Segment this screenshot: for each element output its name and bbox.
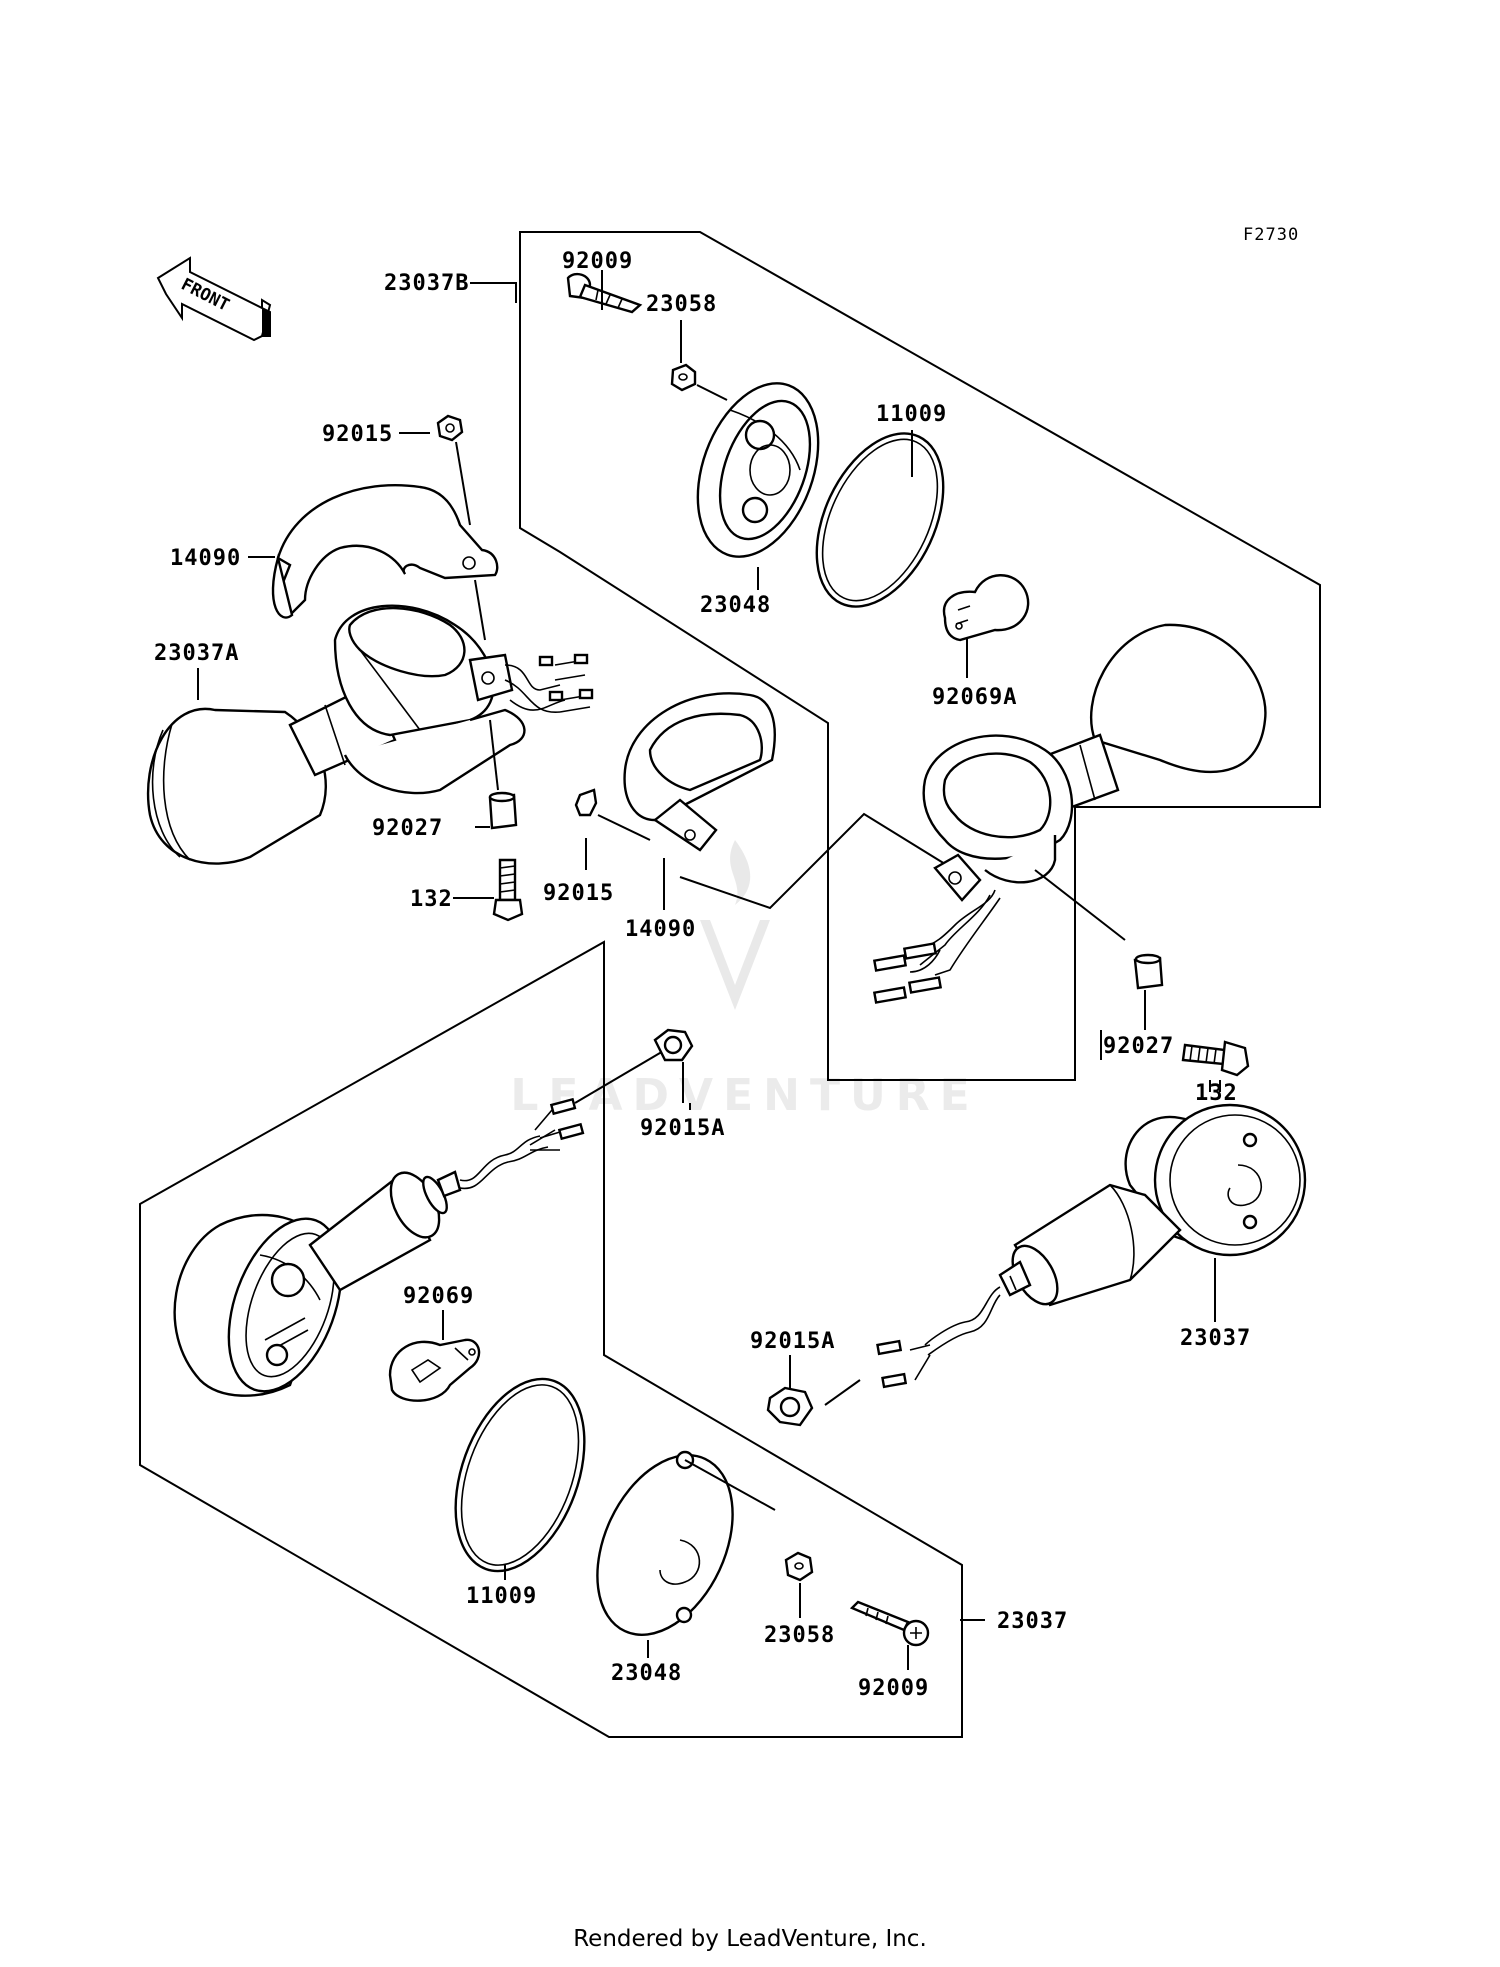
bulb-92069	[388, 1338, 481, 1402]
label-132-left: 132	[410, 887, 453, 912]
turn-signal-right-top	[872, 623, 1267, 1004]
label-92015A-mid: 92015A	[640, 1116, 725, 1141]
nut-23058-bottom	[784, 1551, 814, 1582]
gasket-11009-bottom	[454, 1377, 586, 1573]
spacer-92027-left	[488, 791, 518, 830]
nut-92015-mid	[574, 788, 598, 817]
label-92027-right: 92027	[1103, 1034, 1174, 1059]
top-group-outline	[519, 231, 1321, 1081]
label-11009-bottom: 11009	[466, 1584, 537, 1609]
footer-credit: Rendered by LeadVenture, Inc.	[573, 1926, 927, 1952]
watermark-text: LEADVENTURE	[510, 1070, 979, 1121]
label-92015-mid: 92015	[543, 881, 614, 906]
gasket-11009-top	[815, 432, 945, 608]
label-92009-bottom: 92009	[858, 1676, 929, 1701]
bulb-92069A	[942, 574, 1030, 642]
diagram-code: F2730	[1243, 225, 1299, 245]
label-92069A: 92069A	[932, 685, 1017, 710]
label-92069: 92069	[403, 1284, 474, 1309]
bracket-cover-14090-left	[271, 483, 499, 619]
lens-23048-bottom	[596, 1450, 734, 1636]
middle-connector	[679, 812, 946, 910]
bolt-132-left	[492, 858, 524, 922]
label-23048-top: 23048	[700, 593, 771, 618]
turn-signal-bottom-left	[173, 1097, 585, 1397]
bottom-group-outline	[139, 940, 963, 1738]
label-14090-left: 14090	[170, 546, 241, 571]
turn-signal-23037-right	[876, 1103, 1307, 1389]
label-23037B: 23037B	[384, 271, 469, 296]
label-23037A: 23037A	[154, 641, 239, 666]
label-23048-bottom: 23048	[611, 1661, 682, 1686]
bracket-cover-14090-mid	[623, 692, 776, 852]
label-132-right: 132	[1195, 1081, 1238, 1106]
label-23037-bottom: 23037	[997, 1609, 1068, 1634]
label-23058-bottom: 23058	[764, 1623, 835, 1648]
label-92009-top: 92009	[562, 249, 633, 274]
front-arrow-icon: FRONT	[156, 256, 272, 342]
label-23037-right: 23037	[1180, 1326, 1251, 1351]
label-92015-top: 92015	[322, 422, 393, 447]
bolt-132-right	[1181, 1040, 1250, 1077]
label-92015A-right: 92015A	[750, 1329, 835, 1354]
label-92027-left: 92027	[372, 816, 443, 841]
turn-signal-23037A	[146, 604, 594, 865]
nut-92015A-mid	[653, 1028, 694, 1062]
lens-housing-23048-top	[696, 382, 820, 558]
label-14090-mid: 14090	[625, 917, 696, 942]
screw-92009-bottom	[849, 1600, 930, 1647]
nut-92015-left	[436, 414, 464, 442]
nut-92015A-right	[766, 1386, 814, 1427]
label-23058-top: 23058	[646, 292, 717, 317]
spacer-92027-right	[1133, 953, 1164, 990]
nut-23058-top	[670, 363, 697, 392]
screw-92009-top	[566, 272, 643, 314]
label-11009-top: 11009	[876, 402, 947, 427]
